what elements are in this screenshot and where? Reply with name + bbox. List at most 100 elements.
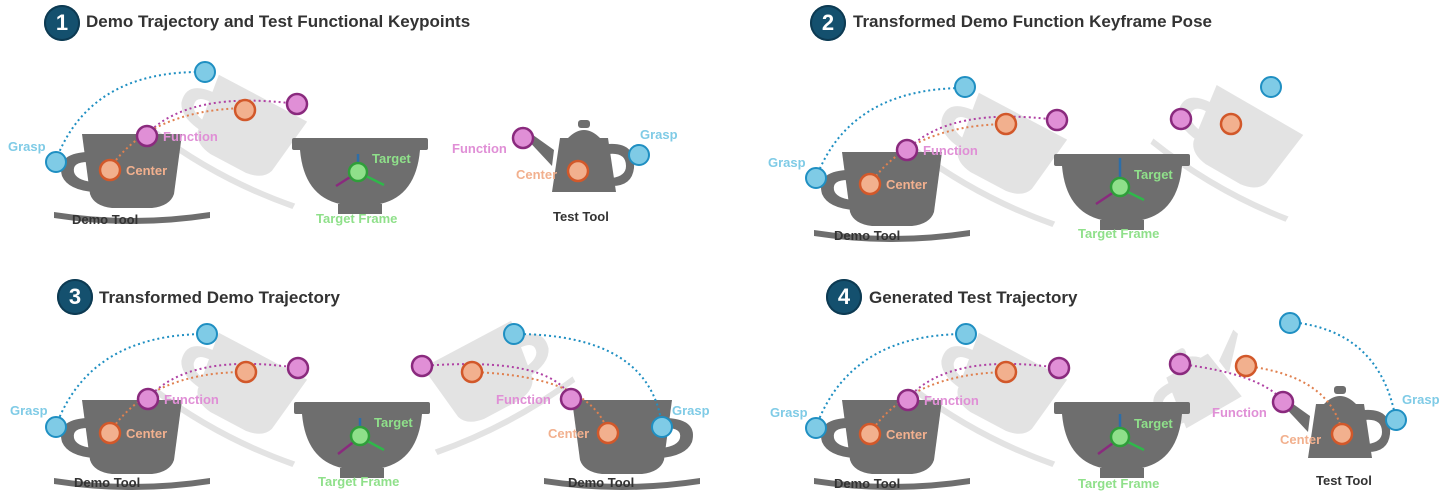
center-trajectory-right xyxy=(471,371,609,433)
grasp-label: Grasp xyxy=(768,155,806,170)
transformed-center-keypoint-start xyxy=(460,360,484,384)
center-label: Center xyxy=(126,163,167,178)
transformed-grasp-keypoint-end xyxy=(651,416,673,438)
function-trajectory xyxy=(146,99,298,135)
grasp-label: Grasp xyxy=(8,139,46,154)
center-keypoint-start xyxy=(98,158,122,182)
demo-tool-label: Demo Tool xyxy=(834,476,900,491)
demo-tool-label: Demo Tool xyxy=(72,212,138,227)
function-trajectory xyxy=(906,115,1058,151)
keyframe-grasp-keypoint xyxy=(1260,76,1282,98)
function-keypoint-start xyxy=(895,138,919,162)
panel-3-title: Transformed Demo Trajectory xyxy=(99,288,340,307)
test-center-keypoint-end xyxy=(1330,422,1354,446)
test-center-trajectory xyxy=(1245,365,1343,433)
target-frame-label: Target Frame xyxy=(316,211,397,226)
center-label-right: Center xyxy=(548,426,589,441)
panel-2-title: Transformed Demo Function Keyframe Pose xyxy=(853,12,1212,31)
function-keypoint-end xyxy=(1047,356,1071,380)
target-label: Target xyxy=(1134,416,1173,431)
target-keypoint xyxy=(1109,426,1131,448)
transformed-center-keypoint-end xyxy=(596,421,620,445)
test-function-keypoint-start xyxy=(1168,352,1192,376)
target-label: Target xyxy=(1134,167,1173,182)
demo-tool-label-left: Demo Tool xyxy=(74,475,140,490)
grasp-keypoint-start xyxy=(45,416,67,438)
grasp-keypoint-start xyxy=(805,417,827,439)
grasp-trajectory xyxy=(815,333,967,428)
demo-tool-label: Demo Tool xyxy=(834,228,900,243)
test-center-keypoint-start xyxy=(1234,354,1258,378)
panel-4-diagram: Grasp Function Center Demo Tool Grasp Fu… xyxy=(770,312,1440,491)
test-grasp-keypoint xyxy=(628,144,650,166)
grasp-label: Grasp xyxy=(770,405,808,420)
grasp-keypoint-end xyxy=(196,323,218,345)
center-keypoint-end xyxy=(994,112,1018,136)
center-label: Center xyxy=(886,177,927,192)
demo-tool-cup xyxy=(54,134,210,224)
center-trajectory-left xyxy=(109,371,247,433)
test-grasp-trajectory xyxy=(1289,321,1397,421)
demo-tool-label-right: Demo Tool xyxy=(568,475,634,490)
test-function-trajectory xyxy=(1179,363,1283,401)
grasp-keypoint-end xyxy=(955,323,977,345)
center-keypoint-start xyxy=(858,172,882,196)
grasp-label-left: Grasp xyxy=(10,403,48,418)
panel-3-diagram: Grasp Function Center Demo Tool Grasp Fu… xyxy=(10,320,710,490)
test-grasp-keypoint-end xyxy=(1385,409,1407,431)
target-keypoint xyxy=(347,161,369,183)
test-tool-label: Test Tool xyxy=(553,209,609,224)
panel-1-diagram: Grasp Function Center Demo Tool Target T… xyxy=(8,61,678,227)
keyframe-function-keypoint xyxy=(1169,107,1193,131)
test-function-label: Function xyxy=(452,141,507,156)
center-trajectory xyxy=(869,123,1006,185)
target-frame-label: Target Frame xyxy=(1078,476,1159,491)
test-function-keypoint-end xyxy=(1271,390,1295,414)
test-function-keypoint xyxy=(511,126,535,150)
center-keypoint-end xyxy=(994,360,1018,384)
function-label-right: Function xyxy=(496,392,551,407)
center-label: Center xyxy=(886,427,927,442)
ghost-keyframe-tool xyxy=(1147,71,1328,227)
panel-3-badge: 3 xyxy=(57,279,93,315)
target-keypoint xyxy=(1109,176,1131,198)
transformed-function-keypoint-end xyxy=(559,387,583,411)
function-label: Function xyxy=(163,129,218,144)
test-function-label: Function xyxy=(1212,405,1267,420)
grasp-label-right: Grasp xyxy=(672,403,710,418)
function-label: Function xyxy=(924,393,979,408)
test-center-keypoint xyxy=(566,159,590,183)
test-grasp-keypoint-start xyxy=(1279,312,1301,334)
center-keypoint-end xyxy=(233,98,257,122)
test-tool-label: Test Tool xyxy=(1316,473,1372,488)
function-keypoint-start xyxy=(896,388,920,412)
transformed-function-keypoint-start xyxy=(410,354,434,378)
grasp-keypoint-start xyxy=(45,151,67,173)
test-center-label: Center xyxy=(516,167,557,182)
test-center-label: Center xyxy=(1280,432,1321,447)
panel-1-title: Demo Trajectory and Test Functional Keyp… xyxy=(86,12,471,31)
grasp-keypoint-start xyxy=(805,167,827,189)
center-trajectory xyxy=(109,107,246,169)
center-keypoint-start xyxy=(98,421,122,445)
grasp-keypoint-end xyxy=(954,76,976,98)
test-grasp-label: Grasp xyxy=(1402,392,1440,407)
panel-4-title: Generated Test Trajectory xyxy=(869,288,1078,307)
function-keypoint-start xyxy=(136,387,160,411)
target-frame-label: Target Frame xyxy=(1078,226,1159,241)
function-keypoint-end xyxy=(1045,108,1069,132)
panel-4-badge: 4 xyxy=(826,279,862,315)
transformed-grasp-keypoint-start xyxy=(503,323,525,345)
function-label-left: Function xyxy=(164,392,219,407)
center-keypoint-start xyxy=(858,422,882,446)
panel-2-diagram: Grasp Function Center Demo Tool Target T… xyxy=(768,71,1328,243)
test-tool-teapot xyxy=(1280,386,1391,458)
test-grasp-label: Grasp xyxy=(640,127,678,142)
function-trajectory-right xyxy=(421,363,572,399)
panel-2-badge: 2 xyxy=(810,5,846,41)
function-keypoint-start xyxy=(135,124,159,148)
function-trajectory xyxy=(907,362,1060,399)
keyframe-center-keypoint xyxy=(1219,112,1243,136)
target-frame-label: Target Frame xyxy=(318,474,399,489)
center-trajectory xyxy=(869,371,1007,434)
